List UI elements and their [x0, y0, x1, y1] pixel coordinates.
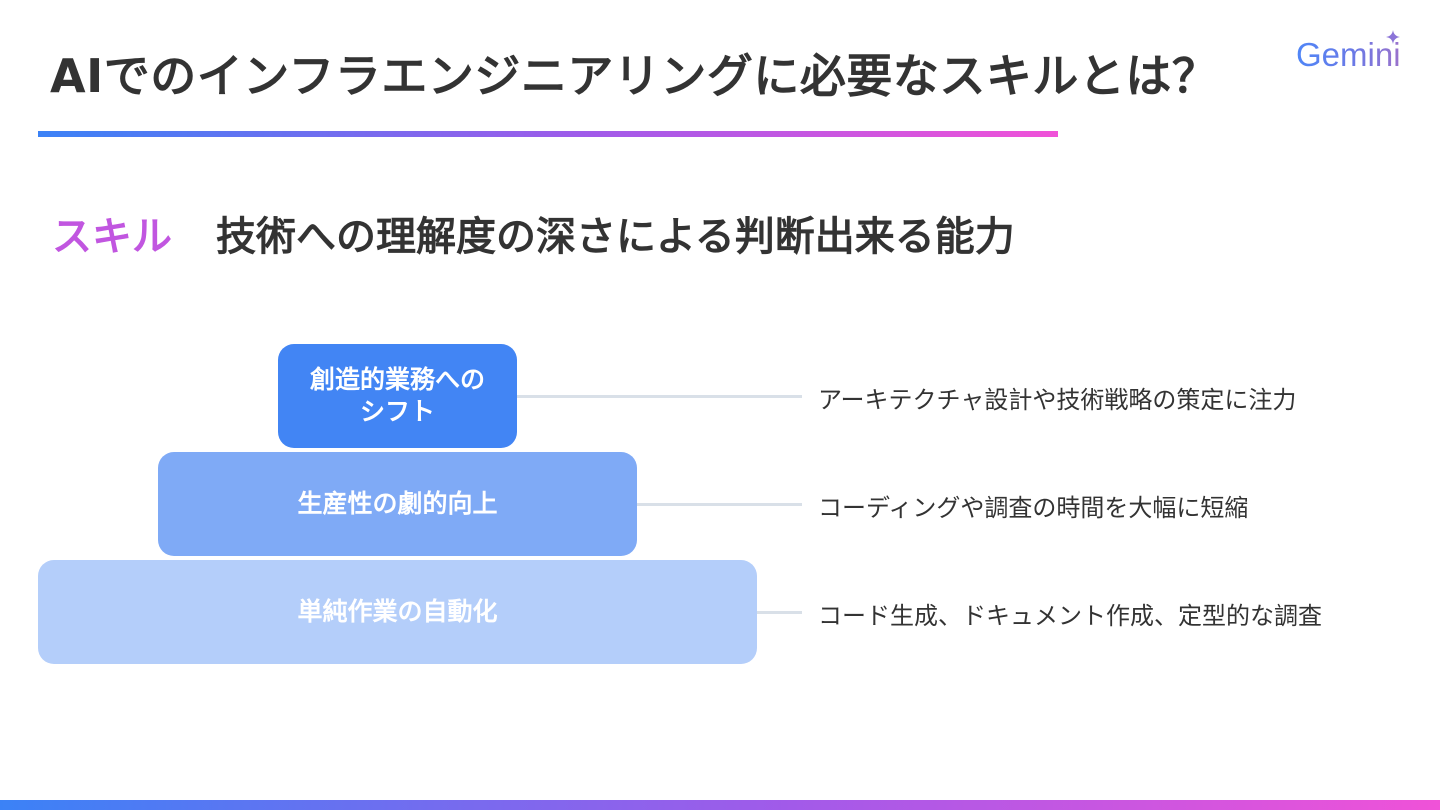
title-underline — [38, 131, 1058, 137]
subtitle-text: 技術への理解度の深さによる判断出来る能力 — [216, 214, 1015, 260]
pyramid-tier-top-label-line1: 創造的業務への — [309, 364, 485, 394]
pyramid-tier-middle-label: 生産性の劇的向上 — [297, 488, 498, 518]
pyramid-tier-top: 創造的業務への シフト — [278, 344, 517, 448]
subtitle-label: スキル — [52, 214, 172, 260]
tier-bottom-description: コード生成、ドキュメント作成、定型的な調査 — [818, 602, 1322, 630]
pyramid-tier-top-label: 創造的業務への シフト — [293, 364, 503, 429]
pyramid-tier-middle: 生産性の劇的向上 — [158, 452, 637, 556]
gemini-logo: Gemini — [1296, 30, 1416, 80]
gemini-logo-text: Gemini — [1296, 36, 1401, 73]
bottom-gradient-bar — [0, 800, 1440, 810]
connector-line-top — [517, 395, 802, 398]
connector-line-middle — [637, 503, 802, 506]
pyramid-tier-bottom-label: 単純作業の自動化 — [297, 596, 498, 626]
page-title: AIでのインフラエンジニアリングに必要なスキルとは？ — [50, 49, 1219, 103]
pyramid-tier-top-label-line2: シフト — [359, 397, 435, 426]
sparkle-icon — [1386, 30, 1400, 44]
connector-line-bottom — [757, 611, 802, 614]
tier-middle-description: コーディングや調査の時間を大幅に短縮 — [818, 494, 1249, 522]
tier-top-description: アーキテクチャ設計や技術戦略の策定に注力 — [818, 386, 1297, 414]
subtitle: スキル技術への理解度の深さによる判断出来る能力 — [52, 204, 1015, 262]
pyramid-tier-bottom: 単純作業の自動化 — [38, 560, 757, 664]
